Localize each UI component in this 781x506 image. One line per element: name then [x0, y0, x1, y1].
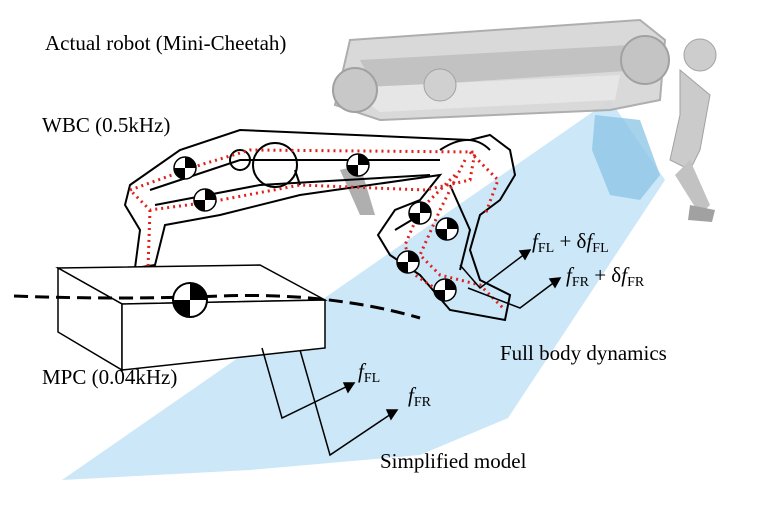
label-f-fr-mpc: fFR — [408, 383, 432, 410]
wbc-force-lines — [459, 249, 562, 309]
com-markers — [172, 153, 459, 318]
com-marker-4 — [408, 201, 432, 225]
label-wbc: WBC (0.5kHz) — [42, 113, 170, 137]
label-f-fl-wbc: fFL + δfFL — [532, 229, 609, 256]
com-marker-2 — [193, 188, 217, 212]
com-marker-3 — [346, 153, 370, 177]
label-simplified-model: Simplified model — [380, 449, 527, 473]
label-f-fl-mpc: fFL — [358, 359, 380, 386]
com-marker-6 — [396, 250, 420, 274]
mpc-force-lines — [261, 347, 399, 457]
wbc-skeleton — [127, 148, 507, 312]
com-marker-5 — [435, 217, 459, 241]
label-full-body-dynamics: Full body dynamics — [500, 341, 667, 365]
trajectory-dashed — [13, 293, 421, 320]
com-marker-7 — [433, 278, 457, 302]
com-marker-mpc — [172, 282, 208, 318]
label-mpc: MPC (0.04kHz) — [42, 365, 177, 389]
label-f-fr-wbc: fFR + δfFR — [566, 263, 645, 290]
projection-wedge — [62, 100, 665, 480]
com-marker-1 — [173, 156, 197, 180]
actual-robot-image — [332, 18, 717, 222]
label-actual-robot: Actual robot (Mini-Cheetah) — [45, 31, 286, 55]
